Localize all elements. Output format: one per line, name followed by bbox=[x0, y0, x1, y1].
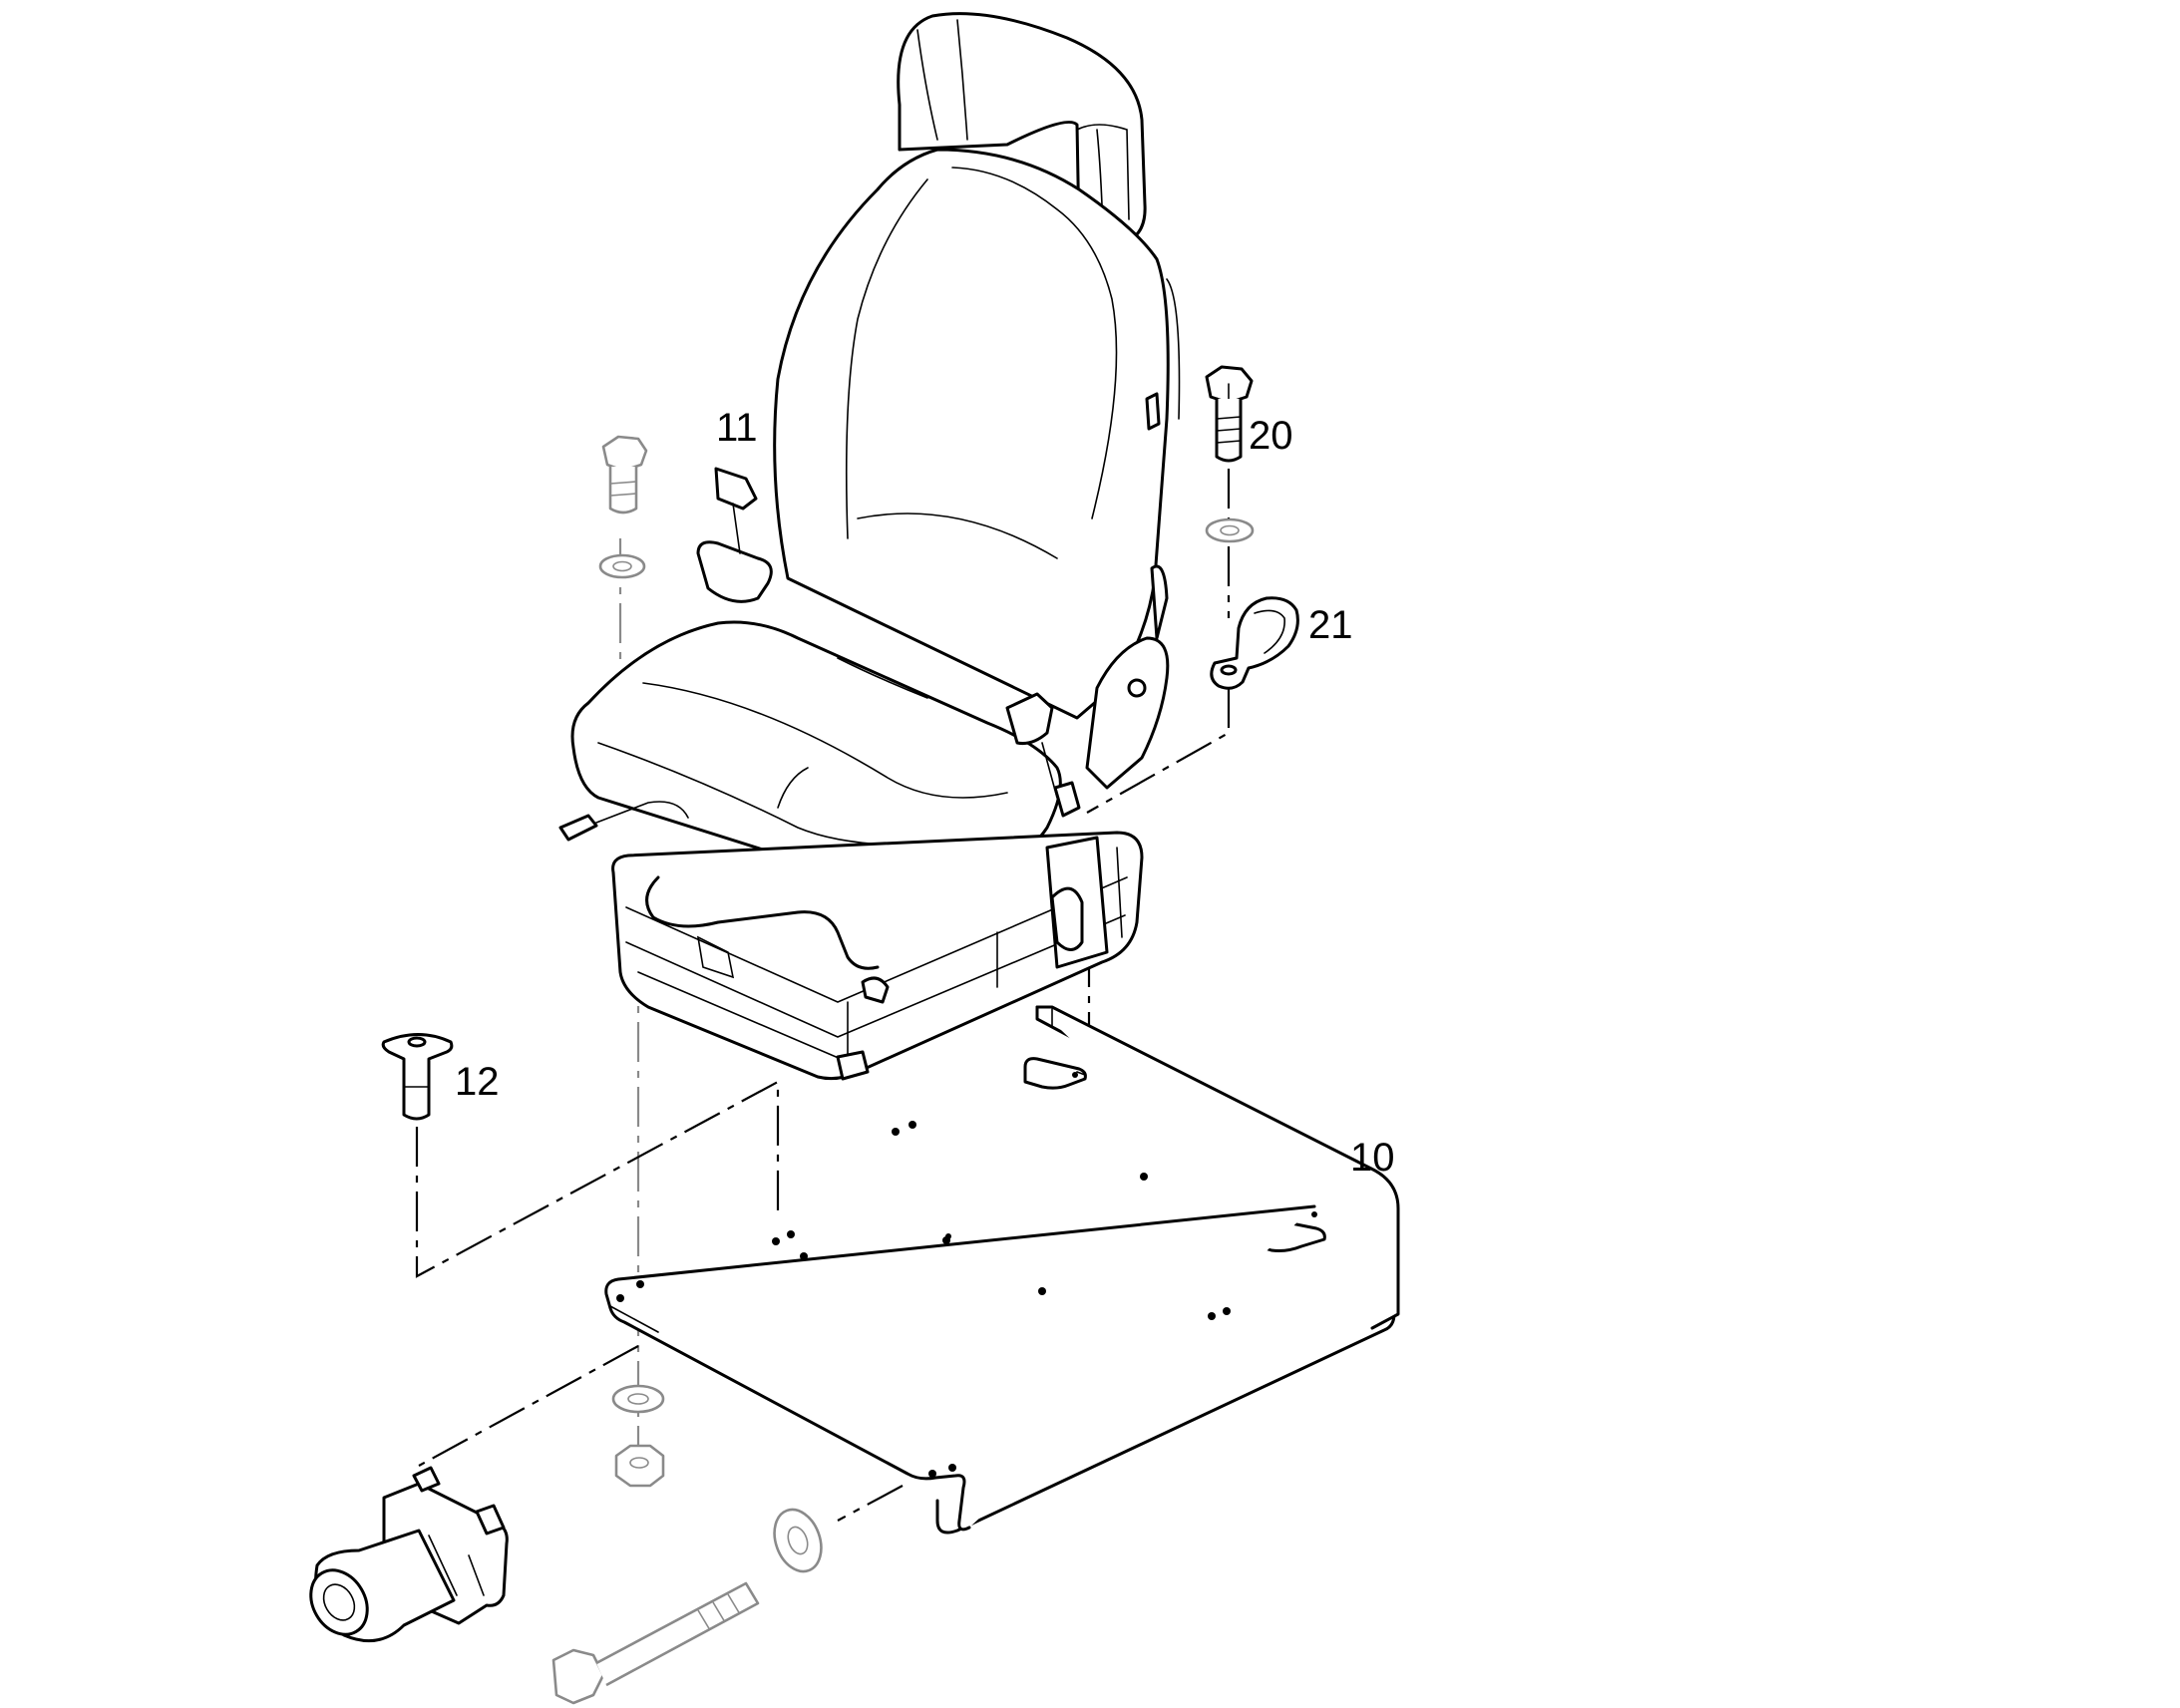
countersunk-screw bbox=[381, 1033, 454, 1121]
cable-clamp bbox=[1210, 596, 1299, 690]
rear-bolt bbox=[598, 435, 648, 579]
front-bolt bbox=[551, 1581, 760, 1705]
seat bbox=[558, 12, 1181, 1081]
callouts: 10 11 12 20 21 bbox=[455, 406, 1395, 1180]
mount-isolator bbox=[309, 1466, 509, 1643]
lower-washer bbox=[611, 1384, 665, 1414]
callout-12: 12 bbox=[455, 1060, 500, 1104]
callout-21: 21 bbox=[1308, 603, 1353, 647]
callout-11: 11 bbox=[716, 406, 758, 450]
hex-bolt bbox=[1205, 365, 1255, 543]
front-washer bbox=[773, 1508, 823, 1573]
lower-nut bbox=[614, 1444, 665, 1488]
base-plate bbox=[604, 1005, 1400, 1535]
callout-20: 20 bbox=[1249, 414, 1293, 458]
callout-10: 10 bbox=[1350, 1136, 1395, 1180]
